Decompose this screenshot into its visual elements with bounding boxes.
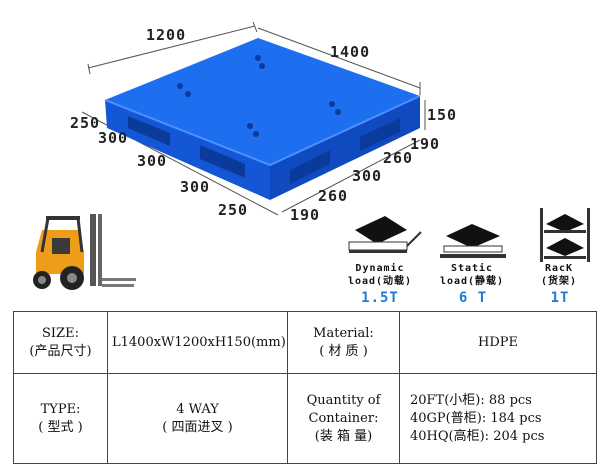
type-label: TYPE: — [40, 401, 81, 417]
dim-width-top: 1200 — [146, 26, 187, 44]
dim-height-side: 150 — [427, 106, 458, 124]
quantity-values-cell: 20FT(小柜): 88 pcs 40GP(普柜): 184 pcs 40HQ(… — [399, 373, 597, 464]
dim-right-segment-2: 260 — [383, 149, 414, 167]
static-load-title: Static load(静载) — [432, 262, 512, 288]
quantity-label-2: Container: — [308, 410, 379, 426]
dim-left-segment-5: 250 — [218, 201, 249, 219]
static-load-title-en: Static — [450, 263, 494, 274]
spec-row-type: TYPE: ( 型式 ) 4 WAY ( 四面进叉 ) Quantity of … — [13, 373, 597, 464]
dim-length-top: 1400 — [330, 43, 371, 61]
dynamic-load-icon — [348, 216, 422, 253]
rack-load-icon — [540, 208, 590, 262]
rack-load-title-en: RacK — [544, 263, 574, 274]
dim-right-segment-4: 260 — [318, 187, 349, 205]
spec-row-size: SIZE: (产品尺寸) L1400xW1200xH150(mm) Materi… — [13, 311, 597, 374]
static-load-title-cn: load(静载) — [439, 276, 505, 287]
quantity-label-cn: (装 箱 量) — [314, 428, 373, 444]
static-load-icon — [440, 224, 506, 258]
dim-left-segment-1: 250 — [70, 114, 101, 132]
dim-left-segment-4: 300 — [180, 178, 211, 196]
dim-left-segment-3: 300 — [137, 152, 168, 170]
dim-right-segment-5: 190 — [290, 206, 321, 224]
quantity-40hq: 40HQ(高柜): 204 pcs — [410, 428, 545, 444]
material-value: HDPE — [399, 311, 597, 374]
rack-load-title-cn: (货架) — [540, 276, 578, 287]
type-value: 4 WAY — [176, 401, 219, 417]
rack-load-title: RacK (货架) — [524, 262, 594, 288]
material-label-cell: Material: ( 材 质 ) — [287, 311, 400, 374]
type-value-cell: 4 WAY ( 四面进叉 ) — [107, 373, 288, 464]
quantity-label-1: Quantity of — [306, 392, 381, 408]
quantity-40gp: 40GP(普柜): 184 pcs — [410, 410, 542, 426]
static-load-value: 6 T — [458, 290, 488, 306]
quantity-20ft: 20FT(小柜): 88 pcs — [410, 392, 532, 408]
size-label: SIZE: — [42, 325, 79, 341]
dim-left-segment-2: 300 — [98, 129, 129, 147]
size-value: L1400xW1200xH150(mm) — [107, 311, 288, 374]
spec-table: SIZE: (产品尺寸) L1400xW1200xH150(mm) Materi… — [13, 311, 597, 464]
dynamic-load-value: 1.5T — [361, 290, 399, 306]
quantity-label-cell: Quantity of Container: (装 箱 量) — [287, 373, 400, 464]
forklift-illustration — [33, 214, 136, 290]
dynamic-load-title-en: Dynamic — [355, 263, 405, 274]
material-label-cn: ( 材 质 ) — [319, 343, 368, 359]
rack-load-value: 1T — [550, 290, 570, 306]
size-label-cell: SIZE: (产品尺寸) — [13, 311, 108, 374]
size-label-cn: (产品尺寸) — [29, 343, 92, 359]
dynamic-load-title-cn: load(动载) — [347, 276, 413, 287]
material-label: Material: — [313, 325, 374, 341]
dynamic-load-title: Dynamic load(动载) — [340, 262, 420, 288]
type-label-cn: ( 型式 ) — [38, 419, 83, 435]
dim-right-segment-3: 300 — [352, 167, 383, 185]
dim-right-segment-1: 190 — [410, 135, 441, 153]
pallet-illustration — [81, 21, 426, 216]
type-value-cn: ( 四面进叉 ) — [162, 419, 233, 435]
type-label-cell: TYPE: ( 型式 ) — [13, 373, 108, 464]
